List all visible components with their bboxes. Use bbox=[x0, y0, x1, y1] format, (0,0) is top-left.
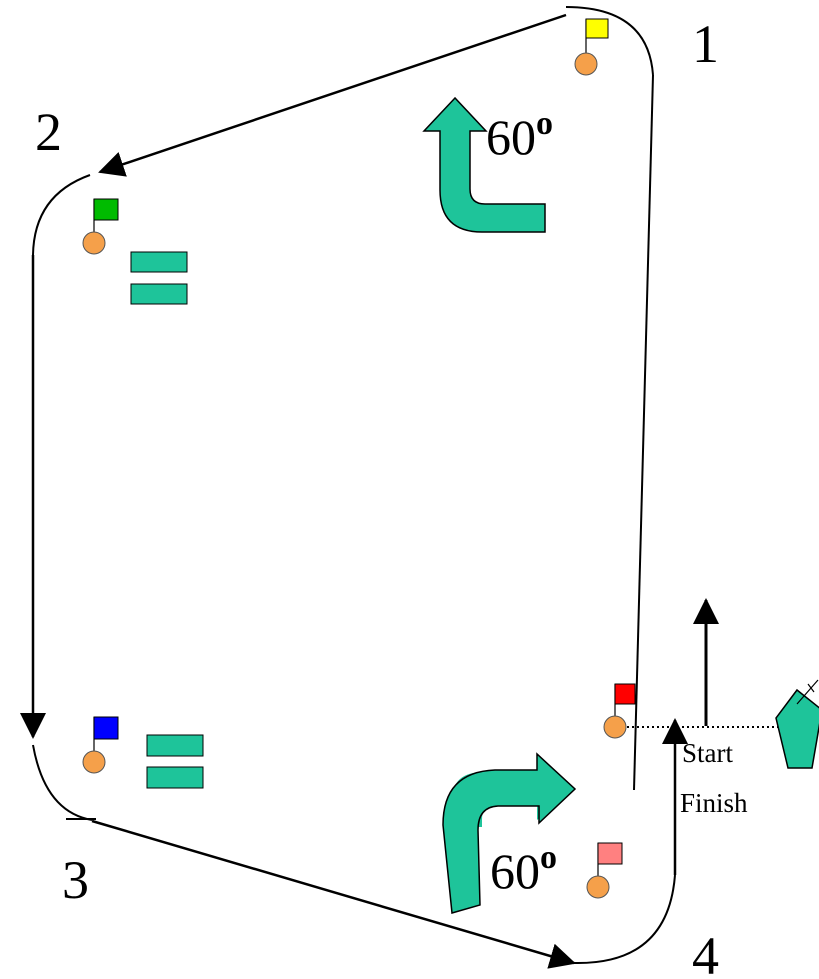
mark-1-buoy bbox=[574, 18, 609, 76]
committee-boat-icon bbox=[775, 688, 819, 769]
mark-2-buoy-icon bbox=[82, 231, 106, 255]
mark-4-flag-icon bbox=[597, 842, 623, 865]
mark-3-buoy-icon bbox=[82, 750, 106, 774]
mark-2-buoy bbox=[82, 198, 119, 255]
turn-arrow-left-icon bbox=[422, 96, 546, 233]
start-label: Start bbox=[682, 738, 733, 768]
turn-angle-value-bottom: 60 bbox=[490, 843, 540, 899]
mark-2-flag-icon bbox=[93, 198, 119, 221]
mark-3-number: 3 bbox=[62, 850, 89, 910]
finish-label: Finish bbox=[680, 788, 748, 818]
mark-3-rounding-curve bbox=[32, 744, 93, 821]
mark-1-number: 1 bbox=[692, 14, 719, 74]
mark-4-buoy-icon bbox=[586, 875, 610, 899]
turn-angle-label-bottom: 60o bbox=[490, 839, 557, 899]
mark-2-number: 2 bbox=[35, 102, 62, 162]
start-pin-buoy-icon bbox=[603, 715, 627, 739]
mark-2-rounding-curve bbox=[32, 174, 91, 256]
mark-4-buoy bbox=[586, 842, 623, 899]
mark-3-flag-icon bbox=[93, 716, 119, 740]
equal-sign-icon-upper bbox=[130, 251, 188, 305]
start-pin-flag-icon bbox=[614, 683, 636, 705]
turn-angle-label-top: 60o bbox=[486, 105, 553, 165]
mark-1-flag-icon bbox=[585, 18, 609, 39]
turn-arrow-right-stem bbox=[442, 752, 577, 914]
leg-1-to-start-line bbox=[633, 74, 654, 791]
mark-4-number: 4 bbox=[692, 926, 719, 979]
equal-sign-icon-lower bbox=[146, 734, 204, 789]
turn-angle-degree-top: o bbox=[536, 105, 553, 142]
committee-boat-mast bbox=[796, 679, 819, 705]
leg-3-to-4-arrow bbox=[91, 819, 576, 969]
turn-angle-degree-bottom: o bbox=[540, 839, 557, 876]
leg-1-to-2-arrow bbox=[98, 13, 567, 177]
mark-1-rounding-curve bbox=[565, 6, 654, 76]
start-pin-buoy bbox=[603, 683, 636, 739]
turn-angle-value-top: 60 bbox=[486, 109, 536, 165]
mark-3-buoy bbox=[82, 716, 119, 774]
mark-4-rounding-curve bbox=[573, 874, 676, 965]
mark-1-buoy-icon bbox=[574, 52, 598, 76]
